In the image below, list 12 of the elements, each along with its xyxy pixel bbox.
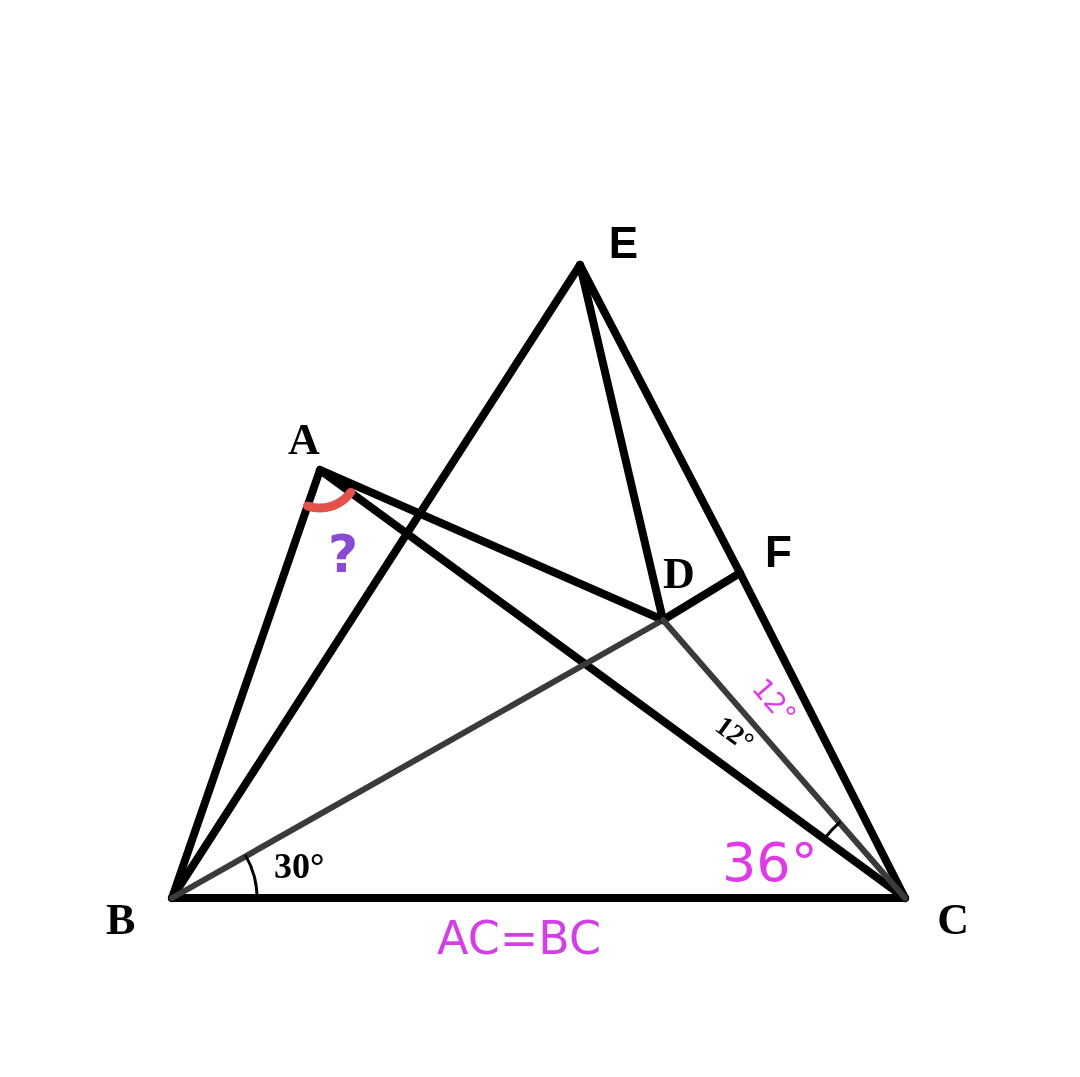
question-mark: ? — [328, 528, 359, 580]
point-label: A — [288, 418, 320, 470]
point-label: E — [580, 221, 638, 265]
line-segment — [659, 569, 744, 624]
point-label: B — [106, 898, 172, 942]
point-label: C — [905, 898, 969, 938]
point-label: F — [740, 530, 792, 573]
angle-label: 30° — [274, 848, 325, 884]
angle-label: 36° — [722, 836, 818, 890]
point-label: D — [663, 552, 705, 620]
line-segment — [660, 617, 908, 901]
equality-note: AC=BC — [437, 915, 602, 961]
